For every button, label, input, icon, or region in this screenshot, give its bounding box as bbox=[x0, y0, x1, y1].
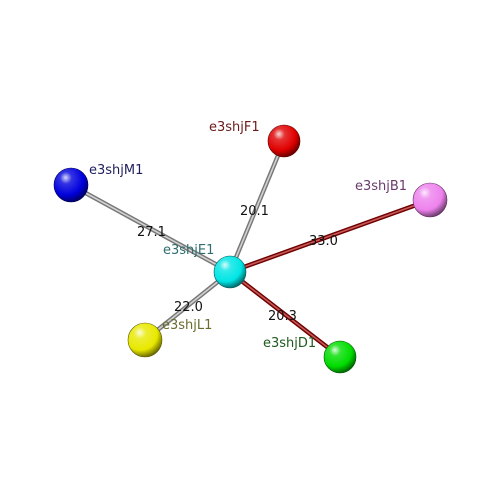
bond-highlight-l1 bbox=[144, 271, 231, 341]
atom-m1[interactable] bbox=[53, 167, 89, 203]
atom-d1[interactable] bbox=[323, 340, 357, 374]
atom-label-m1: e3shjM1 bbox=[89, 163, 143, 178]
distance-label-b1: 33.0 bbox=[309, 234, 338, 249]
bond-highlight-d1 bbox=[229, 271, 341, 358]
distance-label-l1: 22.0 bbox=[174, 300, 203, 315]
bonds-layer bbox=[68, 138, 433, 360]
atoms-layer bbox=[53, 124, 448, 374]
atom-b1[interactable] bbox=[412, 182, 448, 218]
atom-label-d1: e3shjD1 bbox=[263, 336, 316, 351]
atom-label-l1: e3shjL1 bbox=[162, 318, 212, 333]
bond-highlight-m1 bbox=[70, 184, 231, 273]
atom-label-b1: e3shjB1 bbox=[355, 179, 407, 194]
atom-l1[interactable] bbox=[127, 322, 163, 358]
distance-label-d1: 20.3 bbox=[268, 309, 297, 324]
atom-label-e1: e3shjE1 bbox=[163, 243, 214, 258]
atom-e1[interactable] bbox=[213, 255, 247, 289]
atom-label-f1: e3shjF1 bbox=[209, 120, 260, 135]
distance-label-f1: 20.1 bbox=[240, 204, 269, 219]
bond-highlight-f1 bbox=[229, 140, 285, 273]
atom-f1[interactable] bbox=[267, 124, 301, 158]
labels-layer: 20.1 27.1 33.0 22.0 20.3 e3shjE1 e3shjF1 e3shjM… bbox=[89, 120, 407, 351]
bond-highlight-b1 bbox=[229, 199, 431, 273]
distance-label-m1: 27.1 bbox=[137, 225, 166, 240]
